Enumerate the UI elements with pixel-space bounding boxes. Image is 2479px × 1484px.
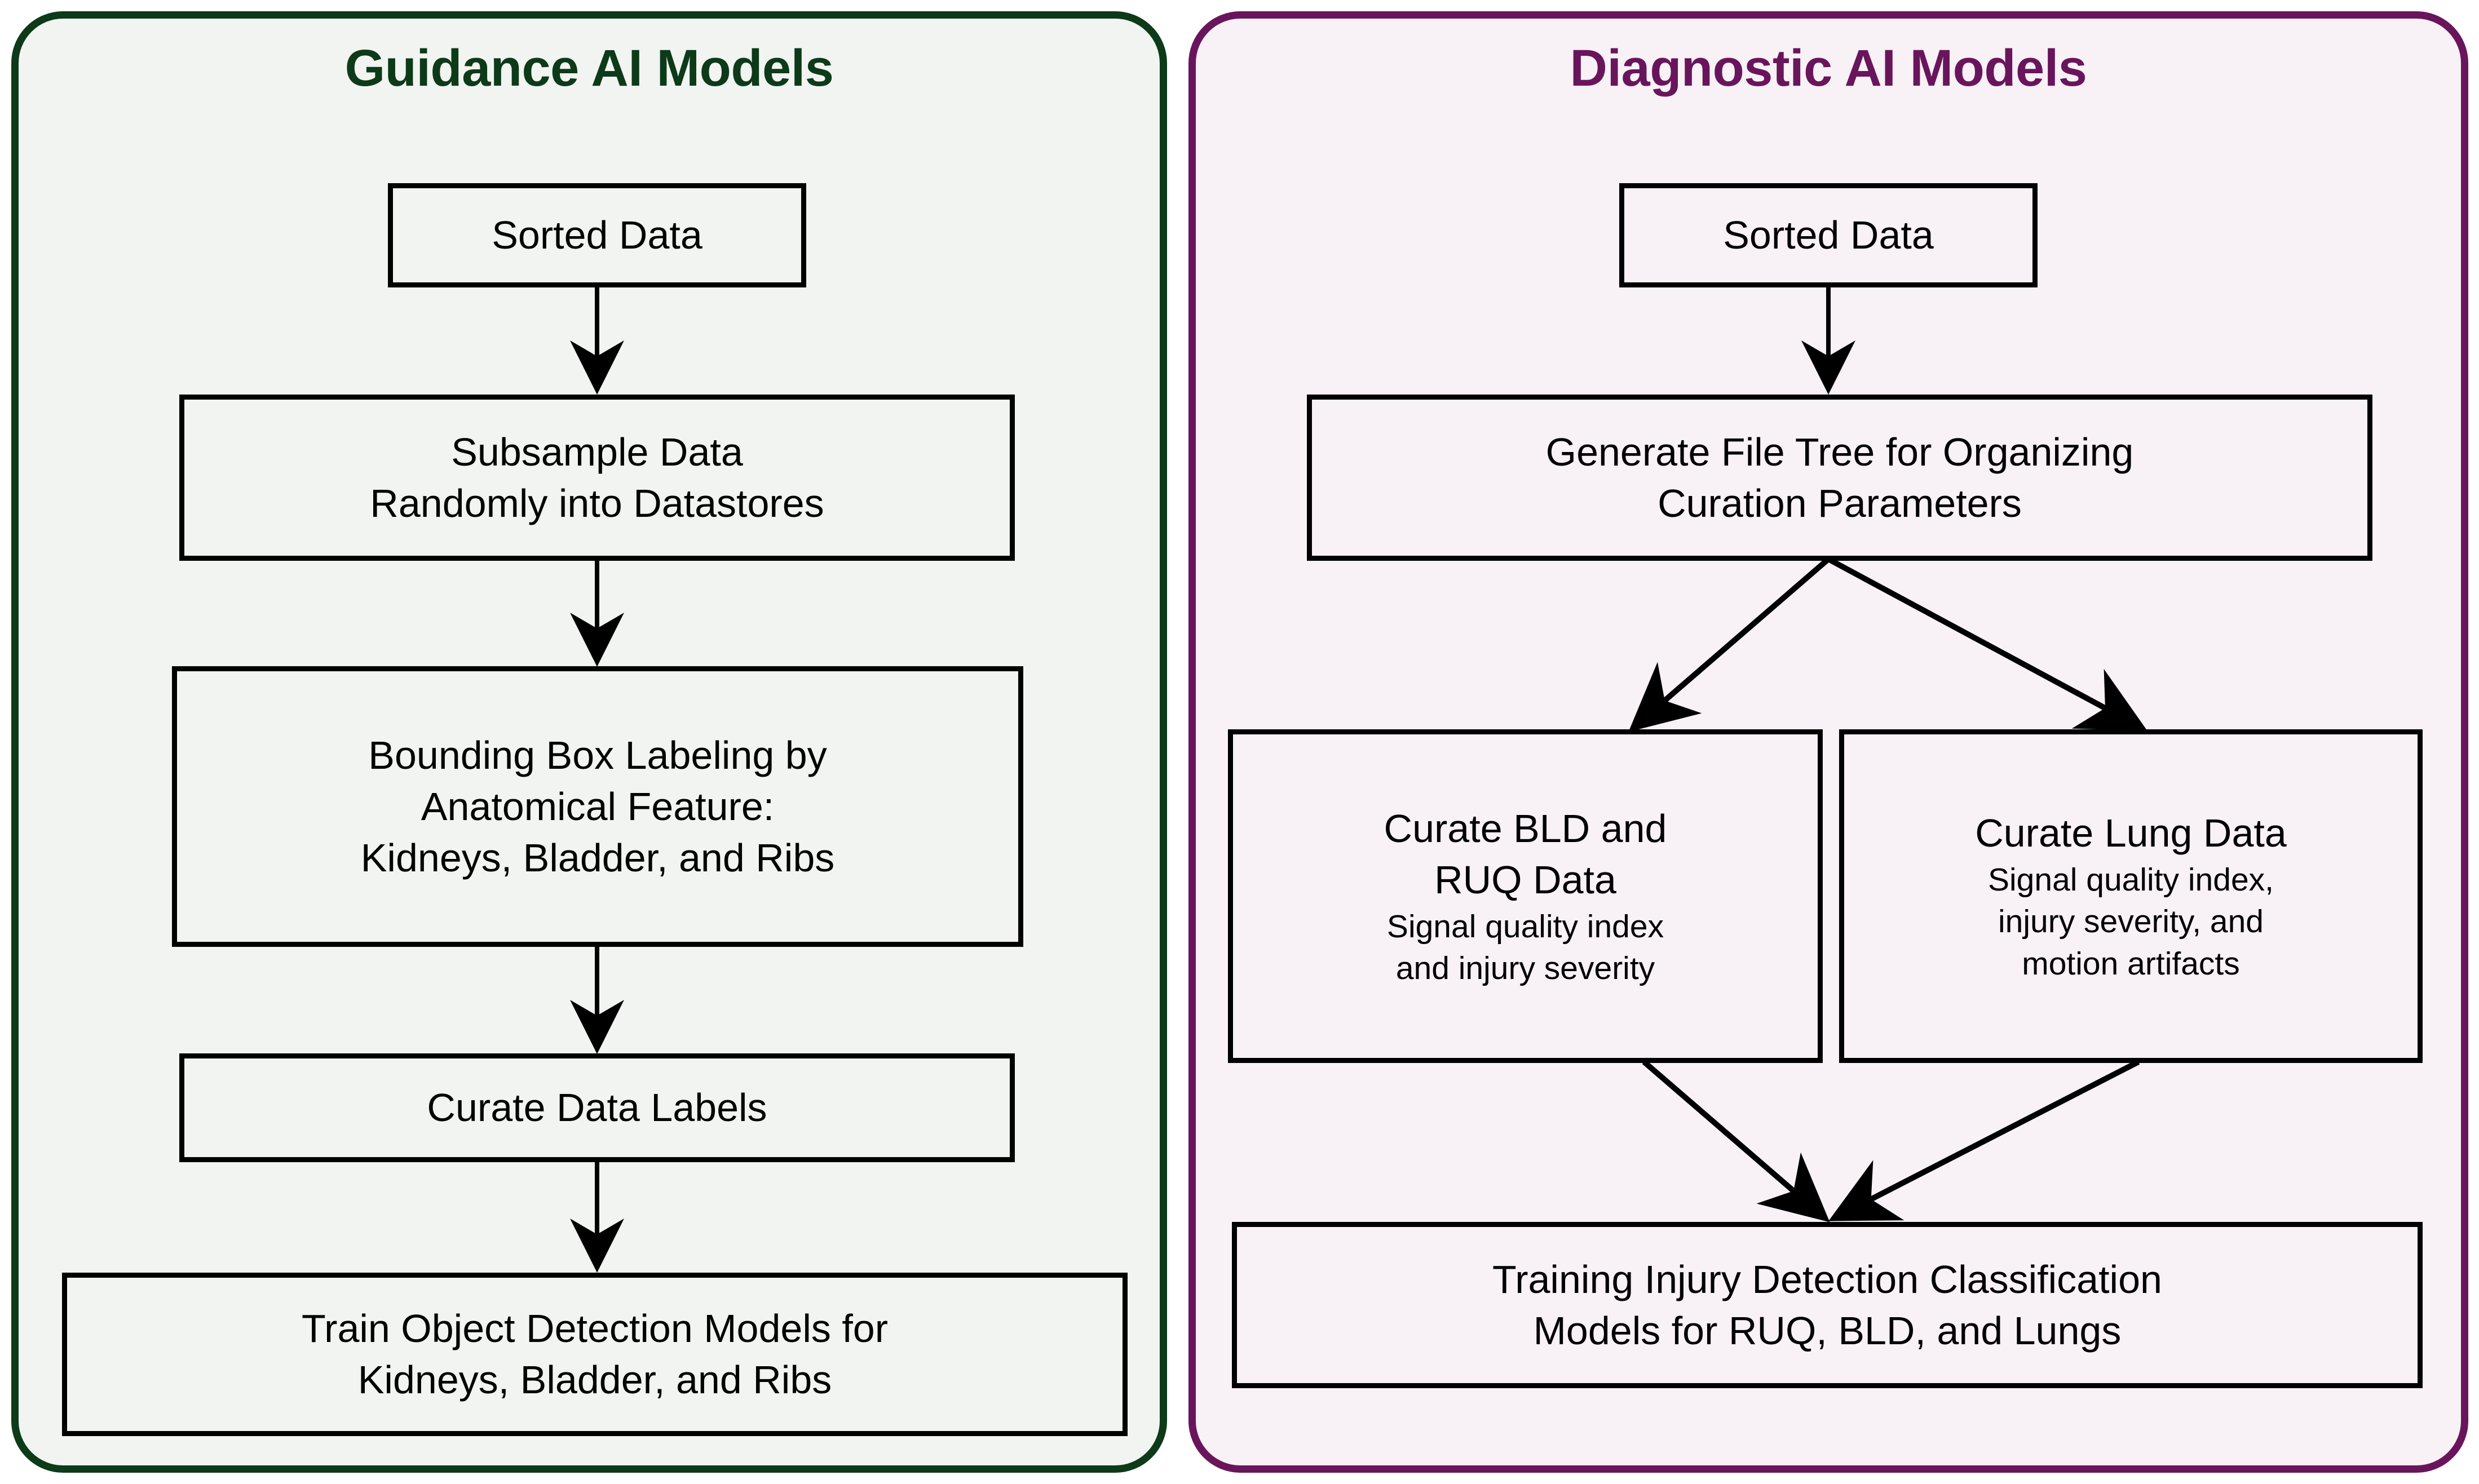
node-line: Bounding Box Labeling by (368, 733, 827, 777)
node-line: Training Injury Detection Classification (1492, 1257, 2162, 1301)
node-line: Curate BLD and (1384, 806, 1667, 850)
node-curate-data-labels[interactable]: Curate Data Labels (179, 1053, 1015, 1162)
node-line: Curation Parameters (1658, 481, 2022, 525)
node-line: Kidneys, Bladder, and Ribs (360, 835, 835, 880)
panel-title-diagnostic: Diagnostic AI Models (1570, 39, 2087, 97)
panel-diagnostic-ai-models: Diagnostic AI Models (1188, 11, 2468, 1473)
node-line: Generate File Tree for Organizing (1545, 429, 2134, 474)
node-sub-line: injury severity, and (1998, 903, 2264, 940)
node-train-object-detection[interactable]: Train Object Detection Models for Kidney… (62, 1273, 1128, 1436)
node-generate-file-tree[interactable]: Generate File Tree for Organizing Curati… (1307, 395, 2372, 561)
node-curate-lung-data[interactable]: Curate Lung Data Signal quality index, i… (1839, 729, 2423, 1063)
node-line: Curate Data Labels (427, 1086, 767, 1129)
node-sub-line: Signal quality index, (1988, 862, 2274, 898)
node-line: Kidneys, Bladder, and Ribs (357, 1358, 832, 1402)
node-line: RUQ Data (1434, 857, 1616, 902)
node-line: Sorted Data (1723, 213, 1934, 257)
node-line: Anatomical Feature: (421, 784, 775, 829)
node-sorted-data-diagnostic[interactable]: Sorted Data (1619, 183, 2038, 287)
node-curate-bld-ruq-data[interactable]: Curate BLD and RUQ Data Signal quality i… (1228, 729, 1823, 1063)
node-line: Models for RUQ, BLD, and Lungs (1533, 1308, 2122, 1353)
node-sub-line: motion artifacts (2022, 945, 2240, 982)
node-subsample-data[interactable]: Subsample Data Randomly into Datastores (179, 395, 1015, 561)
node-line: Train Object Detection Models for (301, 1306, 889, 1350)
node-line: Curate Lung Data (1975, 811, 2287, 856)
node-line: Subsample Data (451, 429, 743, 474)
node-line: Randomly into Datastores (370, 481, 824, 525)
node-sub-line: and injury severity (1395, 950, 1655, 986)
node-line: Sorted Data (492, 213, 702, 257)
node-training-injury-detection[interactable]: Training Injury Detection Classification… (1232, 1222, 2423, 1388)
node-bounding-box-labeling[interactable]: Bounding Box Labeling by Anatomical Feat… (172, 666, 1023, 947)
node-sorted-data-guidance[interactable]: Sorted Data (388, 183, 806, 287)
panel-title-guidance: Guidance AI Models (344, 39, 834, 97)
node-sub-line: Signal quality index (1386, 908, 1664, 945)
